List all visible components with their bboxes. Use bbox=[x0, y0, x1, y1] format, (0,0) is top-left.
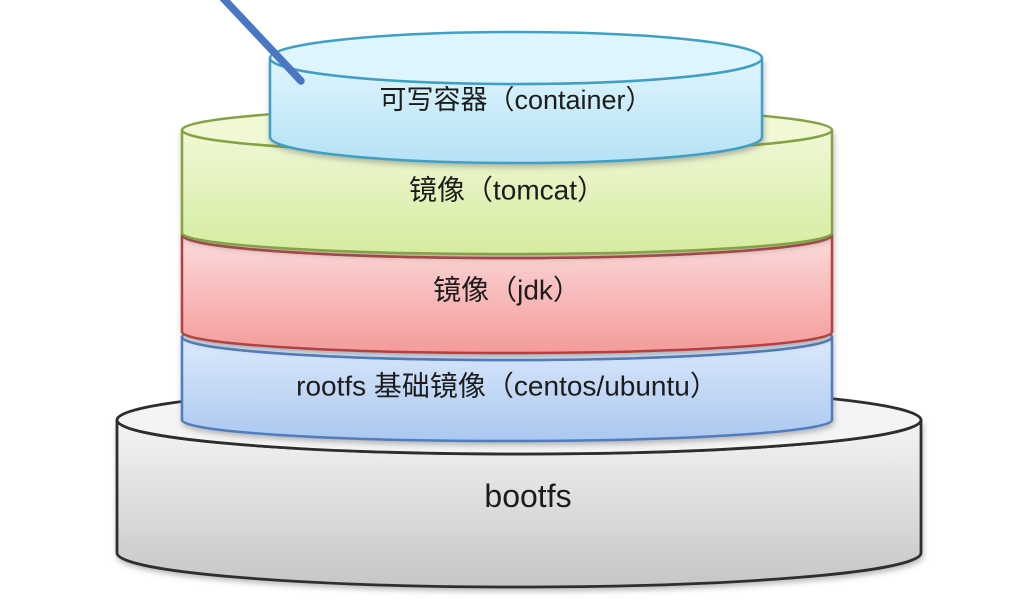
layer-label-container: 可写容器（container） bbox=[379, 85, 652, 115]
cylinder-container: 可写容器（container） bbox=[268, 30, 764, 165]
container-top-rim bbox=[268, 30, 764, 86]
layer-label-bootfs: bootfs bbox=[484, 478, 571, 514]
layer-label-tomcat: 镜像（tomcat） bbox=[409, 175, 605, 206]
pointer-line bbox=[219, 0, 305, 85]
layer-label-rootfs: rootfs 基础镜像（centos/ubuntu） bbox=[296, 371, 718, 402]
layer-label-jdk: 镜像（jdk） bbox=[433, 275, 581, 306]
container-top-face bbox=[270, 32, 762, 84]
